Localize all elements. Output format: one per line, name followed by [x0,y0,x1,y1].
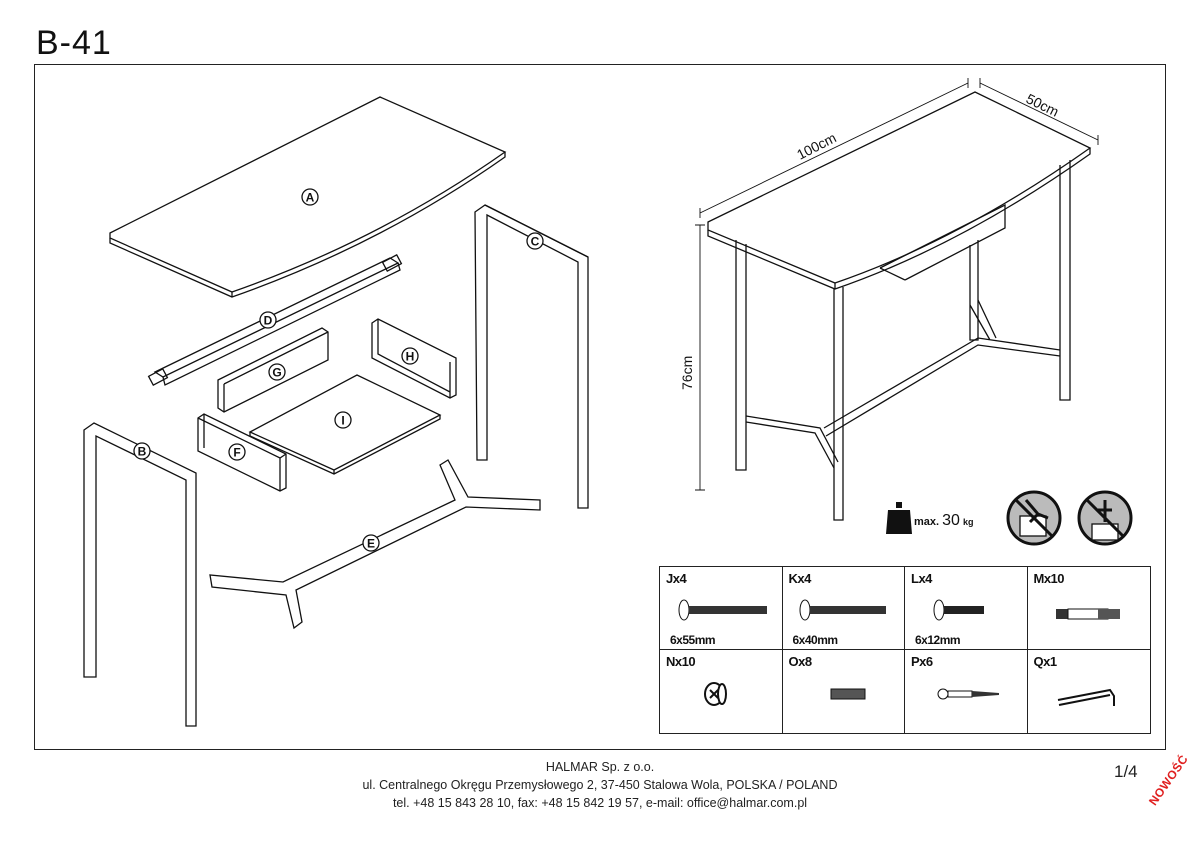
no-climbing-icon [1006,490,1062,546]
svg-text:D: D [264,314,273,328]
svg-text:H: H [406,350,415,364]
part-b-leg-frame [83,422,197,727]
hardware-code: Nx10 [666,654,696,669]
bolt-long-icon [678,599,767,621]
hardware-code: Mx10 [1033,571,1065,586]
cam-lock-icon [704,682,727,706]
cam-dowel-icon [1055,608,1120,620]
hardware-cell-l: Lx4 6x12mm [905,567,1028,650]
hardware-code: Px6 [911,654,933,669]
page-number: 1/4 [1114,762,1138,781]
svg-text:G: G [272,366,281,380]
bolt-short-icon [933,599,984,621]
hardware-table: Jx4 6x55mm Kx4 6x40mm Lx4 6x12mm Mx10 Nx… [659,566,1151,734]
label-c: C [526,232,544,250]
hardware-code: Ox8 [788,654,813,669]
svg-text:A: A [306,191,315,205]
wood-dowel-icon [830,688,865,700]
svg-text:C: C [531,235,540,249]
height-dimension: 76cm [679,356,695,390]
label-b: B [133,442,151,460]
hardware-size: 6x12mm [915,633,961,647]
hardware-cell-n: Nx10 [660,650,783,733]
label-e: E [362,534,380,552]
bolt-medium-icon [799,599,886,621]
max-load-unit: kg [963,517,974,527]
drawing-frame [34,64,1166,750]
hardware-code: Lx4 [911,571,932,586]
part-labels: A B C D E F G H I [133,188,544,552]
footer-address: ul. Centralnego Okręgu Przemysłowego 2, … [362,778,838,792]
svg-text:F: F [233,446,240,460]
hardware-code: Jx4 [666,571,687,586]
label-g: G [268,363,286,381]
allen-key-icon [1057,688,1115,706]
hardware-size: 6x40mm [792,633,839,647]
footer: HALMAR Sp. z o.o. ul. Centralnego Okręgu… [0,758,1200,812]
dimension-lines [695,78,1099,491]
hardware-code: Kx4 [788,571,812,586]
hardware-cell-q: Qx1 [1028,650,1151,733]
hardware-cell-j: Jx4 6x55mm [660,567,783,650]
label-a: A [301,188,319,206]
svg-text:E: E [367,537,375,551]
no-standing-icon [1077,490,1133,546]
weight-icon [886,502,912,534]
label-f: F [228,443,246,461]
part-c-leg-frame [474,204,589,509]
max-load-value: 30 [942,512,960,529]
label-d: D [259,311,277,329]
label-i: I [334,411,352,429]
width-dimension: 100cm [794,129,839,162]
svg-text:I: I [341,414,344,428]
depth-dimension: 50cm [1024,90,1062,119]
document-title: B-41 [36,24,112,62]
max-load-prefix: max. [914,516,940,528]
assembled-desk [707,91,1092,521]
footer-company: HALMAR Sp. z o.o. [545,760,655,774]
footer-contact: tel. +48 15 843 28 10, fax: +48 15 842 1… [392,796,808,810]
hardware-cell-m: Mx10 [1027,567,1150,650]
label-h: H [401,347,419,365]
hardware-code: Qx1 [1033,654,1058,669]
max-load-label: max. 30 kg [914,512,974,530]
hardware-cell-k: Kx4 6x40mm [782,567,905,650]
hardware-size: 6x55mm [670,633,716,647]
part-d-rail [147,253,403,387]
hardware-cell-p: Px6 [905,650,1028,733]
svg-text:B: B [138,445,147,459]
screw-icon [937,688,999,700]
hardware-cell-o: Ox8 [783,650,905,733]
